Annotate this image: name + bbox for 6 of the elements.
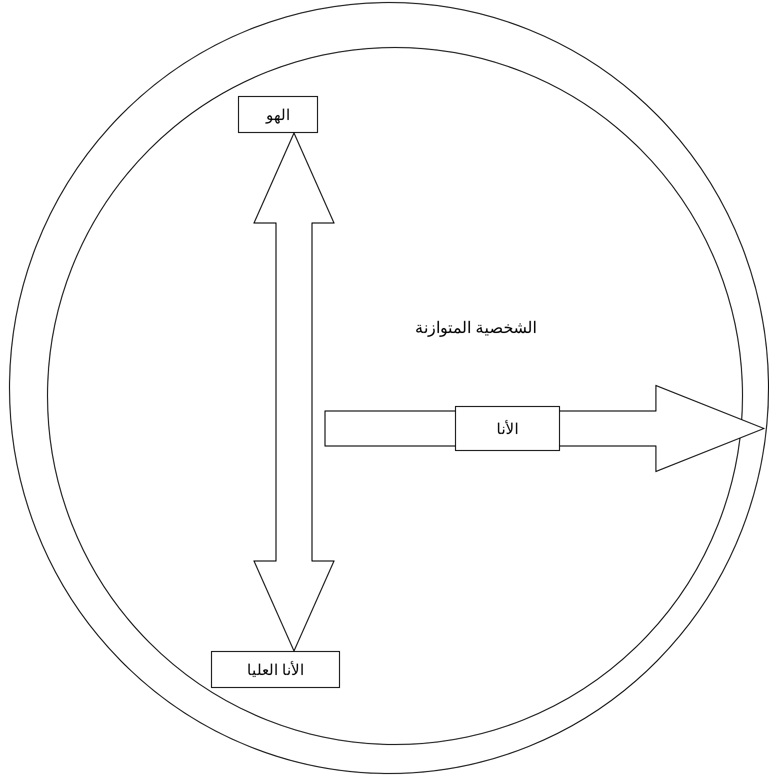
term-box: الأنا العليا [211,651,340,688]
term-box: الأنا [455,406,560,451]
double-block-arrow [253,132,335,652]
circle-label: الشخصية المتوازنة [415,319,536,338]
block-arrow [324,384,766,472]
term-box: الهو [238,96,318,133]
